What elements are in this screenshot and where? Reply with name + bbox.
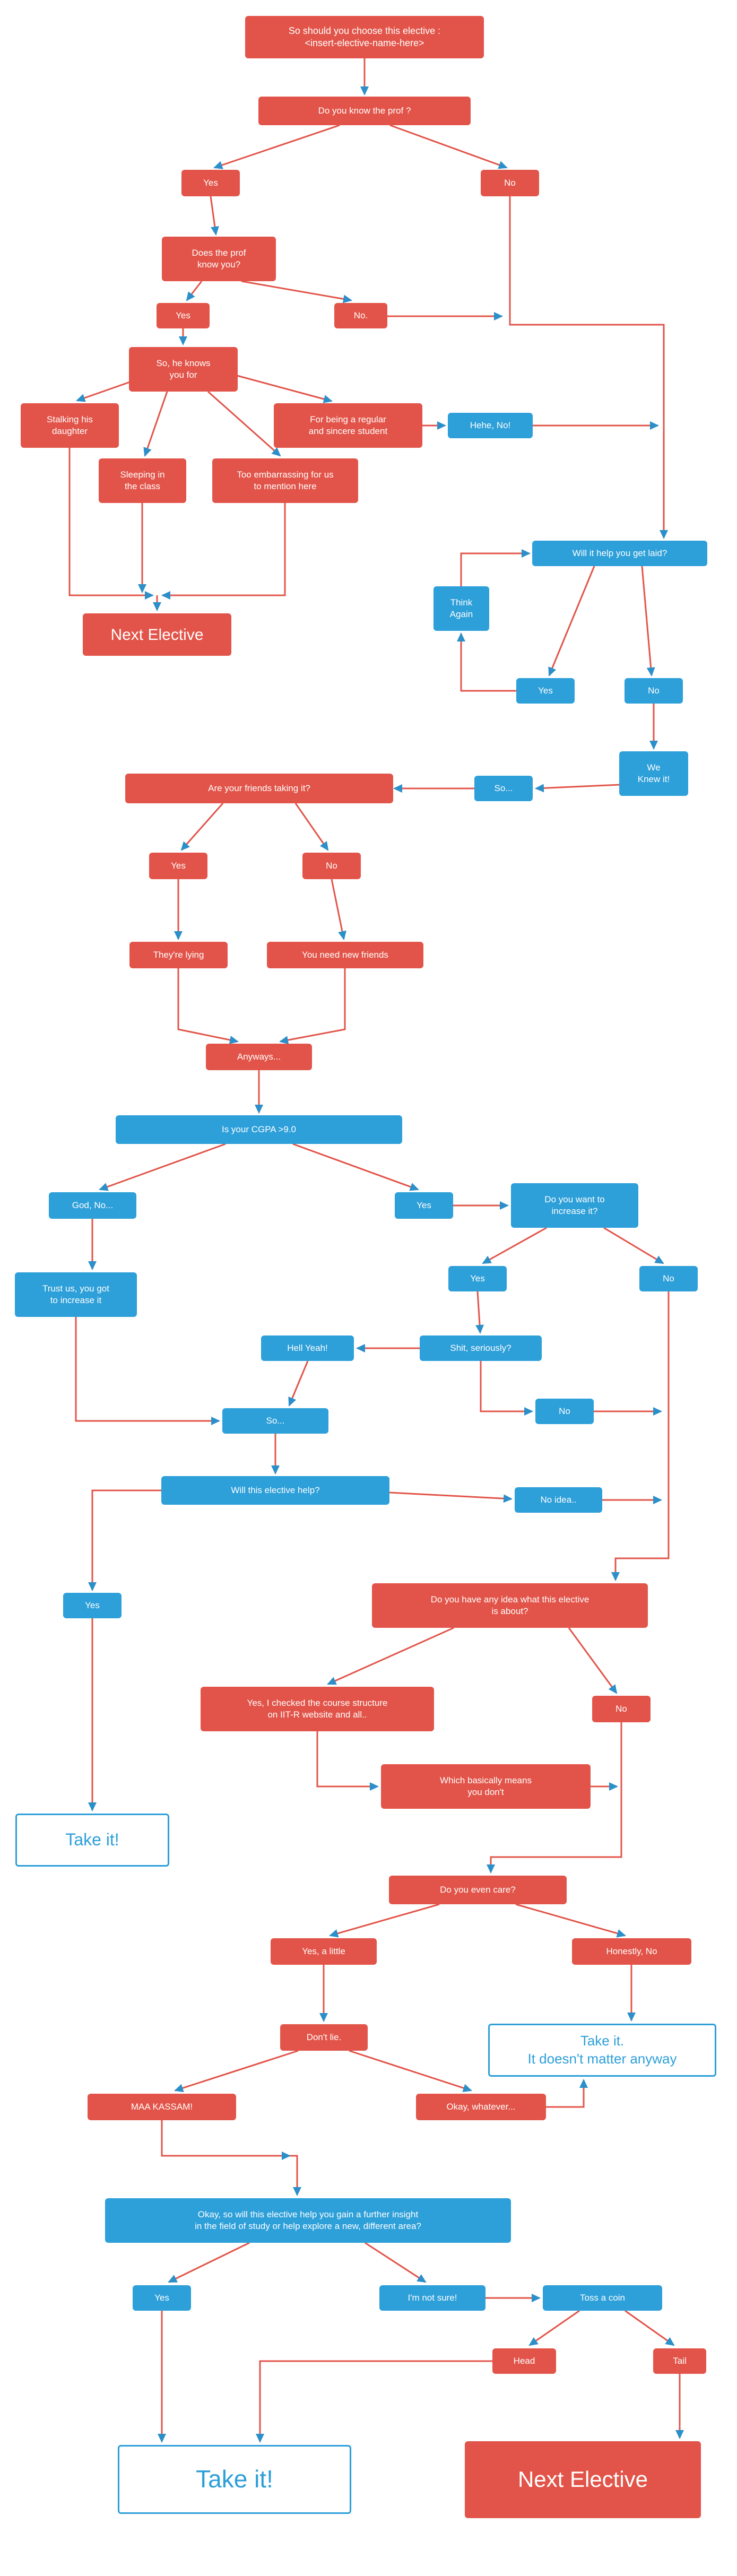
node-any-idea-about: Do you have any idea what this elective … [372, 1583, 648, 1628]
node-friends-yes: Yes [149, 853, 207, 879]
node-further-insight-question: Okay, so will this elective help you gai… [105, 2198, 511, 2243]
node-shit-seriously: Shit, seriously? [420, 1335, 542, 1361]
node-cgpa-question: Is your CGPA >9.0 [116, 1115, 402, 1144]
node-basically-means-you-dont: Which basically means you don't [381, 1764, 591, 1809]
node-want-to-increase: Do you want to increase it? [511, 1183, 638, 1228]
node-know-prof-no: No [481, 170, 539, 196]
node-maa-kassam: MAA KASSAM! [88, 2094, 236, 2120]
node-does-prof-know-you: Does the prof know you? [162, 237, 276, 281]
node-next-elective-top: Next Elective [83, 613, 231, 656]
node-help-get-laid: Will it help you get laid? [532, 541, 707, 566]
node-he-knows-you-for: So, he knows you for [129, 347, 238, 392]
node-title: So should you choose this elective : <in… [245, 16, 484, 58]
node-seriously-no: No [535, 1399, 594, 1424]
node-any-idea-no: No [592, 1696, 651, 1722]
node-dont-lie: Don't lie. [280, 2024, 368, 2051]
node-too-embarrassing: Too embarrassing for us to mention here [212, 458, 358, 503]
node-do-you-even-care: Do you even care? [389, 1876, 567, 1904]
node-think-again: Think Again [433, 586, 489, 631]
node-no-idea: No idea.. [515, 1487, 602, 1513]
node-toss-a-coin: Toss a coin [543, 2285, 662, 2311]
node-friends-taking-it: Are your friends taking it? [125, 774, 393, 803]
node-honestly-no: Honestly, No [572, 1938, 691, 1965]
node-elective-help-yes: Yes [63, 1593, 122, 1618]
node-will-elective-help: Will this elective help? [161, 1476, 389, 1505]
node-stalking-daughter: Stalking his daughter [21, 403, 119, 448]
node-so-1: So... [474, 776, 533, 801]
node-insight-yes: Yes [133, 2285, 191, 2311]
node-so-2: So... [222, 1408, 328, 1434]
node-anyways: Anyways... [206, 1044, 312, 1070]
node-hehe-no: Hehe, No! [448, 413, 533, 438]
node-trust-us-increase: Trust us, you got to increase it [15, 1272, 137, 1317]
node-prof-knows-no: No. [334, 303, 387, 328]
node-next-elective-final: Next Elective [465, 2441, 701, 2518]
node-tail: Tail [653, 2348, 706, 2374]
node-increase-no: No [639, 1266, 698, 1291]
node-theyre-lying: They're lying [129, 942, 228, 968]
node-friends-no: No [302, 853, 361, 879]
node-get-laid-no: No [625, 678, 683, 704]
node-head: Head [492, 2348, 556, 2374]
node-increase-yes: Yes [448, 1266, 507, 1291]
node-take-it-mid: Take it! [15, 1814, 169, 1867]
node-we-knew-it: We Knew it! [619, 751, 688, 796]
node-okay-whatever: Okay, whatever... [416, 2094, 546, 2120]
node-im-not-sure: I'm not sure! [379, 2285, 485, 2311]
node-cgpa-yes: Yes [395, 1192, 453, 1219]
node-take-it-doesnt-matter: Take it. It doesn't matter anyway [488, 2024, 716, 2077]
node-need-new-friends: You need new friends [267, 942, 423, 968]
node-get-laid-yes: Yes [516, 678, 575, 704]
node-know-prof-yes: Yes [181, 170, 240, 196]
node-god-no: God, No... [49, 1192, 136, 1219]
node-hell-yeah: Hell Yeah! [261, 1335, 354, 1361]
node-take-it-final: Take it! [118, 2445, 351, 2514]
node-checked-course-structure: Yes, I checked the course structure on I… [201, 1687, 434, 1731]
node-prof-knows-yes: Yes [157, 303, 210, 328]
node-sleeping-in-class: Sleeping in the class [99, 458, 186, 503]
node-do-you-know-the-prof: Do you know the prof ? [258, 97, 471, 125]
node-yes-a-little: Yes, a little [271, 1938, 377, 1965]
node-regular-sincere-student: For being a regular and sincere student [274, 403, 422, 448]
